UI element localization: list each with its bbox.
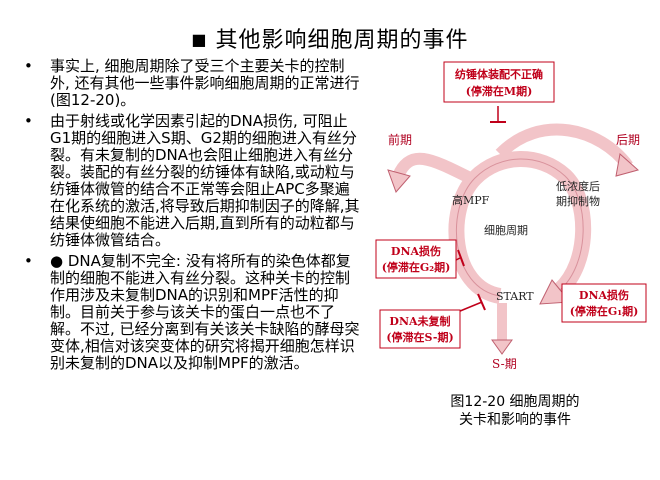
anaphase-arrowhead-icon	[615, 153, 640, 177]
s-box-line2: (停滞在S-期)	[386, 330, 453, 344]
bullet-dot-icon: •	[24, 57, 33, 75]
prophase-arrow	[392, 152, 473, 184]
bullet-dot-icon: •	[24, 252, 33, 270]
start-label: START	[496, 290, 534, 303]
bullet-text: ● DNA复制不完全: 没有将所有的染色体都复制的细胞不能进入有丝分裂。这种关卡…	[50, 252, 360, 372]
low-conc-line2: 期抑制物	[556, 194, 600, 208]
low-conc-line1: 低浓度后	[556, 179, 600, 193]
bullet-text: 由于射线或化学因素引起的DNA损伤, 可阻止G1期的细胞进入S期、G2期的细胞进…	[50, 112, 360, 249]
g2-inhibit-bar	[457, 249, 465, 267]
s-phase-arrowhead-icon	[491, 339, 513, 355]
s-inhibit-bar	[477, 293, 486, 311]
g2-box-line2: (停滞在G₂期)	[382, 260, 451, 274]
g2-box-line1: DNA损伤	[391, 244, 441, 258]
cell-cycle-diagram: 纺锤体装配不正确 (停滞在M期) 前期 后期 高MPF 低浓度后 期抑制物 细胞…	[375, 61, 647, 371]
bullet-list: • 事实上, 细胞周期除了受三个主要关卡的控制外, 还有其他一些事件影响细胞周期的…	[22, 58, 362, 376]
bullet-text: 事实上, 细胞周期除了受三个主要关卡的控制外, 还有其他一些事件影响细胞周期的正…	[50, 57, 360, 109]
cell-cycle-figure: 纺锤体装配不正确 (停滞在M期) 前期 后期 高MPF 低浓度后 期抑制物 细胞…	[370, 58, 650, 378]
page-title: ■ 其他影响细胞周期的事件	[0, 22, 660, 54]
g1-event-box	[561, 283, 647, 323]
bullet-item: • 由于射线或化学因素引起的DNA损伤, 可阻止G1期的细胞进入S期、G2期的细胞…	[22, 113, 362, 249]
top-box-line1: 纺锤体装配不正确	[455, 67, 543, 81]
bullet-item: • 事实上, 细胞周期除了受三个主要关卡的控制外, 还有其他一些事件影响细胞周期的…	[22, 58, 362, 109]
title-text: 其他影响细胞周期的事件	[215, 28, 469, 53]
s-event-box	[379, 309, 461, 349]
anaphase-arrow	[495, 123, 633, 170]
prophase-arrowhead-icon	[387, 169, 411, 193]
bullet-dot-icon: •	[24, 112, 33, 130]
g1-box-line2: (停滞在G₁期)	[570, 304, 639, 318]
anaphase-label: 后期	[616, 133, 640, 147]
cell-cycle-label: 细胞周期	[484, 224, 528, 237]
high-mpf-label: 高MPF	[452, 193, 490, 207]
s-phase-label: S-期	[492, 357, 517, 371]
title-square-icon: ■	[191, 30, 208, 49]
s-box-line1: DNA未复制	[389, 314, 450, 328]
caption-line1: 图12-20 细胞周期的	[450, 394, 580, 410]
bullet-item: • ● DNA复制不完全: 没有将所有的染色体都复制的细胞不能进入有丝分裂。这种关…	[22, 253, 362, 372]
g2-event-box	[375, 239, 457, 279]
g1-box-line1: DNA损伤	[579, 288, 629, 302]
prophase-label: 前期	[388, 132, 412, 147]
caption-line2: 关卡和影响的事件	[459, 412, 571, 428]
top-box-line2: (停滞在M期)	[466, 84, 533, 98]
figure-caption: 图12-20 细胞周期的 关卡和影响的事件	[430, 393, 600, 429]
top-event-box	[443, 61, 555, 103]
